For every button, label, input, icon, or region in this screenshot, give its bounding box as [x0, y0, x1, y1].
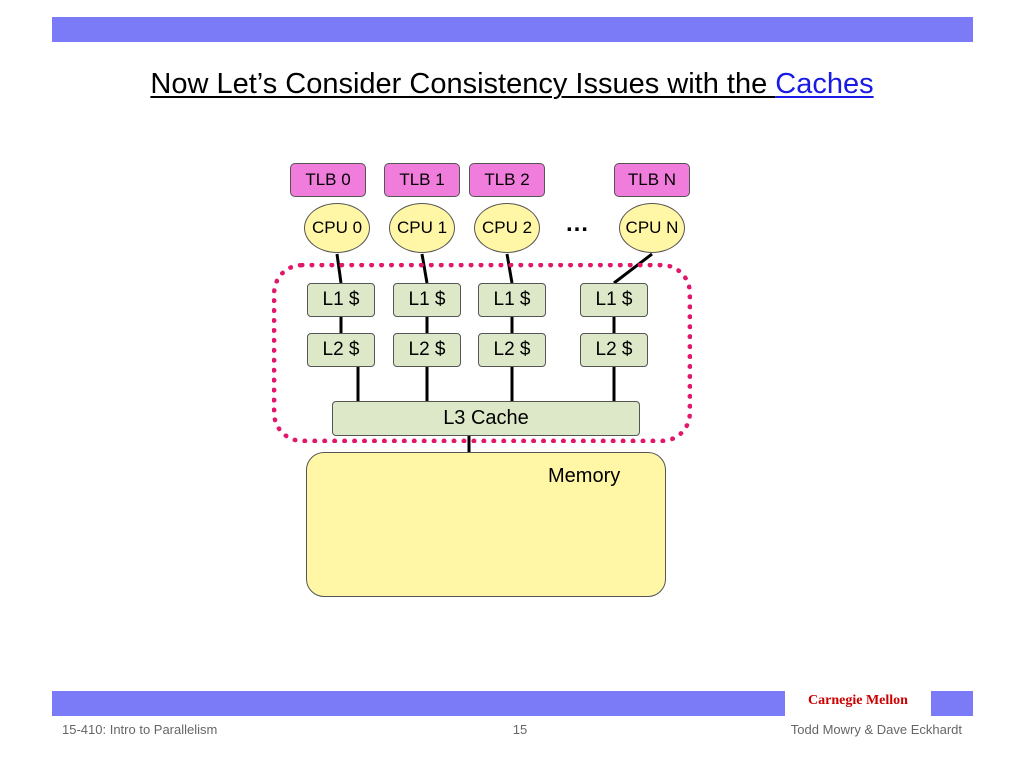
l2-cache-box: L2 $ — [580, 333, 648, 367]
connector-cpuN-l1 — [613, 252, 653, 285]
l1-cache-box: L1 $ — [478, 283, 546, 317]
memory-label: Memory — [548, 465, 621, 487]
l2-cache-box: L2 $ — [307, 333, 375, 367]
caches-link[interactable]: Caches — [775, 68, 874, 100]
bottom-bar — [52, 691, 785, 716]
tlb-box: TLB 1 — [384, 163, 460, 197]
connector-cpu1-l1 — [420, 253, 429, 284]
bottom-bar-end — [931, 691, 973, 716]
connector-cpu2-l1 — [505, 253, 514, 284]
ellipsis: … — [565, 210, 589, 237]
l1-cache-box: L1 $ — [580, 283, 648, 317]
cache-region-outline — [272, 263, 692, 443]
cpu-node: CPU 1 — [389, 203, 455, 253]
slide-title: Now Let’s Consider Consistency Issues wi… — [0, 68, 1024, 101]
connector-cpu0-l1 — [335, 253, 343, 284]
footer-course: 15-410: Intro to Parallelism — [62, 722, 218, 737]
slide-title-text: Now Let’s Consider Consistency Issues wi… — [150, 68, 776, 100]
l3-cache-box: L3 Cache — [332, 401, 640, 436]
cpu-node: CPU N — [619, 203, 685, 253]
cpu-node: CPU 2 — [474, 203, 540, 253]
carnegie-mellon-logo: Carnegie Mellon — [808, 693, 908, 708]
l2-cache-box: L2 $ — [393, 333, 461, 367]
top-bar — [52, 17, 973, 42]
page-number: 15 — [512, 722, 528, 737]
tlb-box: TLB 2 — [469, 163, 545, 197]
footer-authors: Todd Mowry & Dave Eckhardt — [790, 722, 962, 737]
cpu-node: CPU 0 — [304, 203, 370, 253]
l1-cache-box: L1 $ — [393, 283, 461, 317]
tlb-box: TLB N — [614, 163, 690, 197]
l1-cache-box: L1 $ — [307, 283, 375, 317]
l2-cache-box: L2 $ — [478, 333, 546, 367]
tlb-box: TLB 0 — [290, 163, 366, 197]
memory-box — [306, 452, 666, 597]
